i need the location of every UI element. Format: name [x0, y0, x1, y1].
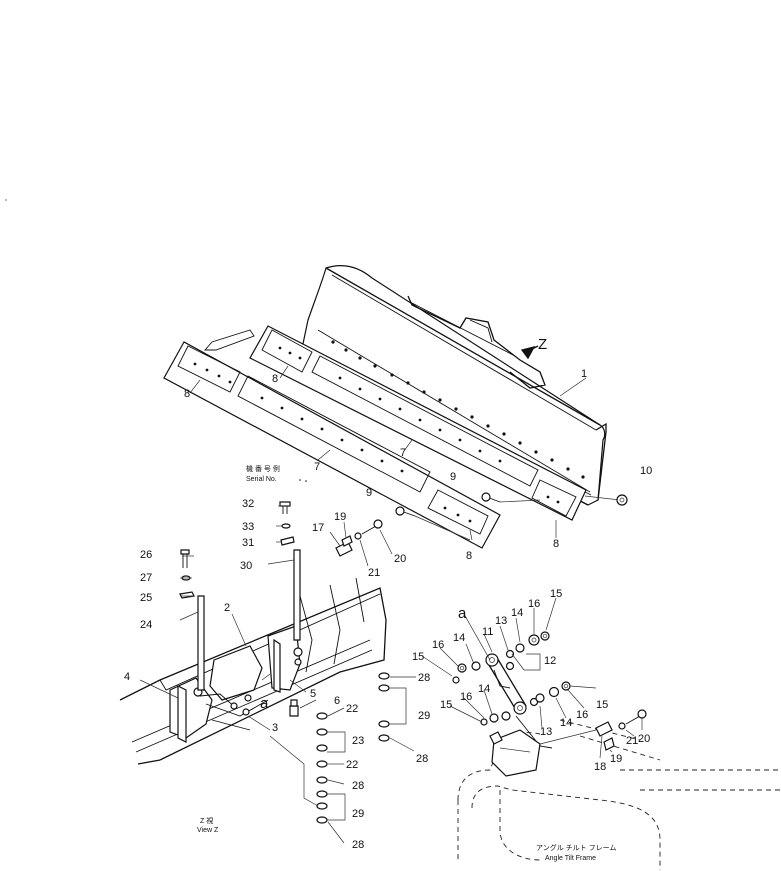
callout-20-right: 20: [638, 733, 650, 745]
callout-9-left: 9: [366, 487, 372, 499]
bolt-20-right: [625, 709, 647, 725]
plate-25: [179, 591, 195, 599]
callout-8-c: 8: [466, 550, 472, 562]
callout-31: 31: [242, 537, 254, 549]
callout-20-left: 20: [394, 553, 406, 565]
callout-23: 23: [352, 735, 364, 747]
callout-16-d: 16: [576, 709, 588, 721]
callout-27: 27: [140, 572, 152, 584]
callout-33: 33: [242, 521, 254, 533]
bolt-26: [180, 549, 190, 568]
callout-15-d: 15: [596, 699, 608, 711]
callout-13-lower: 13: [540, 726, 552, 738]
callout-1: 1: [581, 368, 587, 380]
callout-22-upper: 22: [346, 703, 358, 715]
view-z-en: View Z: [197, 827, 219, 834]
serial-note-en: Serial No.: [246, 476, 277, 483]
callout-15-a: 15: [550, 588, 562, 600]
frame-label-en: Angle Tilt Frame: [545, 855, 596, 862]
view-z-frame: [119, 577, 387, 765]
callout-18: 18: [594, 761, 606, 773]
fitting-6: [289, 699, 299, 717]
callout-7-lower: 7: [314, 461, 320, 473]
cutting-edge-lower: [163, 341, 501, 549]
cutting-edge-upper: [249, 325, 587, 521]
callout-32: 32: [242, 498, 254, 510]
washer-21-right: [618, 722, 626, 730]
callout-28-b: 28: [416, 753, 428, 765]
callout-28-c: 28: [352, 780, 364, 792]
callout-28-a: 28: [418, 672, 430, 684]
callout-8-b: 8: [184, 388, 190, 400]
callout-8-a: 8: [272, 373, 278, 385]
callout-19-left: 19: [334, 511, 346, 523]
pin-30: [293, 549, 301, 641]
shim-stack-lower: [269, 712, 346, 824]
callout-12: 12: [544, 655, 556, 667]
callout-3: 3: [272, 722, 278, 734]
callout-28-d: 28: [352, 839, 364, 851]
callout-14-a: 14: [511, 607, 523, 619]
callout-26: 26: [140, 549, 152, 561]
callout-30: 30: [240, 560, 252, 572]
linkage-boss: [491, 729, 541, 777]
callout-21-right: 21: [626, 735, 638, 747]
callout-14-c: 14: [478, 683, 490, 695]
view-z-jp: Z 視: [200, 816, 213, 825]
bolt-20-left: [361, 519, 383, 535]
callout-5: 5: [310, 688, 316, 700]
callout-21-left: 21: [368, 567, 380, 579]
callout-16-c: 16: [460, 691, 472, 703]
callout-17: 17: [312, 522, 324, 534]
serial-note-jp: 機 番 号 例: [246, 464, 280, 473]
lower-washer-chain: [480, 681, 571, 745]
callout-29-upper: 29: [418, 710, 430, 722]
ref-a-right: a: [458, 605, 467, 622]
shim-stack-upper: [378, 672, 407, 742]
callout-4: 4: [124, 671, 130, 683]
callout-15-c: 15: [440, 699, 452, 711]
callout-6: 6: [334, 695, 340, 707]
callout-11: 11: [482, 626, 493, 638]
washer-33: [281, 523, 291, 529]
flip-arrow: [204, 329, 255, 351]
blade-bolt-dots: [331, 340, 585, 489]
plate-19-right: [603, 737, 615, 751]
callout-7-upper: 7: [400, 447, 406, 459]
callout-8-d: 8: [553, 538, 559, 550]
callout-14-d: 14: [560, 717, 572, 729]
view-z-arrow: Z: [520, 336, 547, 360]
bolt-9-left: [395, 506, 471, 541]
callout-14-b: 14: [453, 632, 465, 644]
upper-washer-chain: [452, 631, 550, 684]
z-arrow-label: Z: [538, 336, 547, 353]
nut-10: [584, 494, 628, 506]
callout-15-b: 15: [412, 651, 424, 663]
callout-10: 10: [640, 465, 652, 477]
tilt-link-11: [485, 653, 553, 749]
callout-2: 2: [224, 602, 230, 614]
callout-9-right: 9: [450, 471, 456, 483]
callout-29-lower: 29: [352, 808, 364, 820]
callout-24: 24: [140, 619, 152, 631]
callout-25: 25: [140, 592, 152, 604]
frame-label-jp: アングル チルト フレーム: [536, 843, 616, 852]
plate-31: [280, 536, 295, 546]
pin-24: [197, 595, 205, 691]
pin-18: [595, 721, 613, 737]
washer-21: [354, 532, 362, 540]
callout-16-a: 16: [528, 598, 540, 610]
callout-19-right: 19: [610, 753, 622, 765]
bolt-9-right: [481, 492, 541, 503]
callout-22-lower: 22: [346, 759, 358, 771]
callout-13-upper: 13: [495, 615, 507, 627]
plate-19: [341, 535, 353, 547]
bolt-32: [279, 501, 291, 514]
callout-16-b: 16: [432, 639, 444, 651]
ref-a-left: a: [260, 695, 269, 712]
